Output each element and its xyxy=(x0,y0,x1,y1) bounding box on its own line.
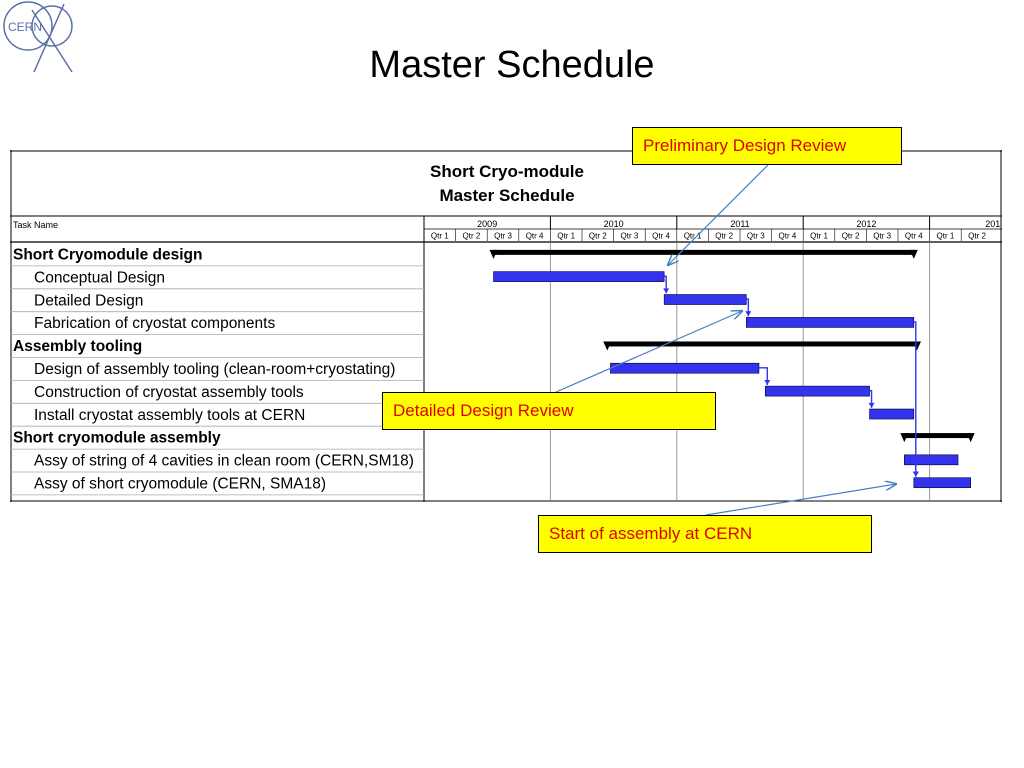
quarter-label: Qtr 1 xyxy=(557,232,575,241)
dependency-link xyxy=(746,298,750,317)
quarter-label: Qtr 2 xyxy=(842,232,860,241)
cern-logo: CERN xyxy=(2,0,76,74)
quarter-label: Qtr 1 xyxy=(937,232,955,241)
summary-bar xyxy=(493,249,914,255)
task-name: Design of assembly tooling (clean-room+c… xyxy=(34,361,395,378)
summary-bar xyxy=(607,341,917,347)
task-name: Conceptual Design xyxy=(34,269,165,286)
dependency-arrowhead xyxy=(764,379,771,385)
task-bar xyxy=(869,408,915,420)
gantt-title-line1: Short Cryo-module xyxy=(430,162,584,181)
year-label: 2010 xyxy=(604,219,624,229)
summary-bar xyxy=(904,433,971,439)
quarter-label: Qtr 1 xyxy=(431,232,449,241)
dependency-link xyxy=(913,321,917,477)
quarter-label: Qtr 2 xyxy=(463,232,481,241)
logo-text: CERN xyxy=(8,20,43,34)
task-name: Short cryomodule assembly xyxy=(13,430,221,447)
task-name: Short Cryomodule design xyxy=(13,246,202,263)
slide-title: Master Schedule xyxy=(369,44,655,86)
dependency-link xyxy=(758,367,768,385)
dependency-arrowhead xyxy=(868,402,875,408)
quarter-label: Qtr 1 xyxy=(810,232,828,241)
task-bar xyxy=(746,317,915,328)
quarter-label: Qtr 2 xyxy=(589,232,607,241)
year-label: 2012 xyxy=(856,219,876,229)
quarter-label: Qtr 3 xyxy=(621,232,639,241)
quarter-label: Qtr 4 xyxy=(526,232,544,241)
summary-start-cap xyxy=(489,249,498,259)
quarter-label: Qtr 2 xyxy=(968,232,986,241)
dependency-link xyxy=(915,458,959,477)
dependency-link xyxy=(869,390,873,408)
summary-end-cap xyxy=(909,249,918,259)
summary-start-cap xyxy=(900,433,909,443)
task-name: Construction of cryostat assembly tools xyxy=(34,384,304,401)
task-bar xyxy=(493,271,665,282)
task-bar xyxy=(764,385,870,397)
dependency-arrowhead xyxy=(912,471,919,477)
year-label: 2009 xyxy=(477,219,497,229)
dependency-link xyxy=(664,275,667,294)
task-name: Assembly tooling xyxy=(13,338,142,355)
year-label: 201 xyxy=(985,219,1000,229)
task-name: Fabrication of cryostat components xyxy=(34,315,275,332)
dependency-arrowhead xyxy=(745,311,752,317)
summary-end-cap xyxy=(966,433,975,443)
cern-logo-icon xyxy=(3,1,73,73)
callout-preliminary-design-review: Preliminary Design Review xyxy=(632,127,902,165)
callout-start-of-assembly: Start of assembly at CERN xyxy=(538,515,872,553)
task-bar xyxy=(663,294,747,305)
year-label: 2011 xyxy=(730,219,749,229)
gantt-title-line2: Master Schedule xyxy=(439,186,574,205)
dependency-arrowhead xyxy=(663,288,670,294)
task-name: Detailed Design xyxy=(34,292,143,309)
quarter-label: Qtr 3 xyxy=(873,232,891,241)
task-bar xyxy=(610,362,760,374)
task-bar xyxy=(913,477,971,489)
callout-detailed-design-review: Detailed Design Review xyxy=(382,392,716,430)
task-name-header: Task Name xyxy=(13,220,58,230)
quarter-label: Qtr 4 xyxy=(652,232,670,241)
task-name: Assy of string of 4 cavities in clean ro… xyxy=(34,453,414,470)
quarter-label: Qtr 1 xyxy=(684,232,702,241)
summary-end-cap xyxy=(912,341,921,351)
quarter-label: Qtr 4 xyxy=(905,232,923,241)
task-name: Assy of short cryomodule (CERN, SMA18) xyxy=(34,475,326,492)
quarter-label: Qtr 2 xyxy=(715,232,733,241)
task-name: Install cryostat assembly tools at CERN xyxy=(34,407,305,424)
quarter-label: Qtr 4 xyxy=(779,232,797,241)
quarter-label: Qtr 3 xyxy=(494,232,512,241)
quarter-label: Qtr 3 xyxy=(747,232,765,241)
